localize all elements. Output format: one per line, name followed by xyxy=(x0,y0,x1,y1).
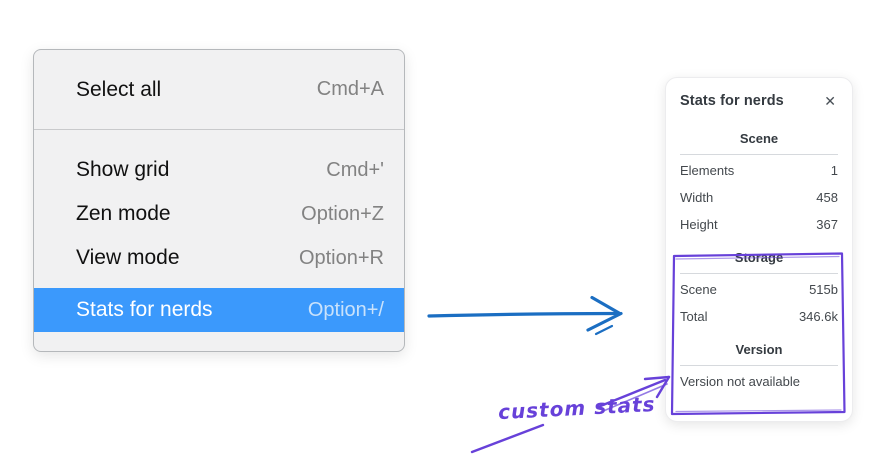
section-divider xyxy=(680,273,838,274)
stat-label: Elements xyxy=(680,163,735,178)
storage-section-heading: Storage xyxy=(734,250,784,265)
menu-item-view-mode[interactable]: View mode Option+R xyxy=(34,236,404,280)
menu-item-shortcut: Option+Z xyxy=(301,202,384,225)
menu-item-label: Stats for nerds xyxy=(76,298,213,321)
stat-row: Scene 515b xyxy=(680,276,838,303)
version-section-heading: Version xyxy=(735,342,783,357)
menu-item-label: View mode xyxy=(76,246,180,269)
scene-section: Scene Elements 1 Width 458 Height 367 xyxy=(680,131,838,238)
custom-stats-label: custom stats xyxy=(497,391,657,425)
stat-row: Height 367 xyxy=(680,211,838,238)
menu-item-select-all[interactable]: Select all Cmd+A xyxy=(34,50,404,129)
stat-row: Width 458 xyxy=(680,184,838,211)
menu-item-shortcut: Option+R xyxy=(298,246,384,269)
stat-row: Total 346.6k xyxy=(680,303,838,330)
menu-to-panel-arrow xyxy=(427,295,623,336)
stats-panel: Stats for nerds ✕ Scene Elements 1 Width… xyxy=(665,77,853,422)
menu-item-shortcut: Option+/ xyxy=(307,298,384,321)
version-section: Version Version not available xyxy=(680,342,838,389)
menu-spacer xyxy=(34,130,404,148)
menu-item-label: Zen mode xyxy=(76,202,171,225)
storage-rows: Scene 515b Total 346.6k xyxy=(680,276,838,330)
menu-item-label: Show grid xyxy=(76,158,170,181)
stat-row: Elements 1 xyxy=(680,157,838,184)
storage-section: Storage Scene 515b Total 346.6k xyxy=(680,250,838,330)
menu-item-stats-for-nerds[interactable]: Stats for nerds Option+/ xyxy=(34,288,404,332)
stats-panel-header: Stats for nerds ✕ xyxy=(680,90,838,112)
stat-label: Width xyxy=(680,190,714,205)
scene-section-heading: Scene xyxy=(739,131,779,146)
stat-value: 1 xyxy=(830,163,838,178)
stat-value: 367 xyxy=(816,217,838,232)
stat-label: Scene xyxy=(680,282,717,297)
stat-value: 346.6k xyxy=(798,309,838,324)
stat-value: 458 xyxy=(816,190,838,205)
menu-item-show-grid[interactable]: Show grid Cmd+' xyxy=(34,148,404,192)
menu-divider xyxy=(34,129,404,130)
version-note: Version not available xyxy=(680,374,800,389)
scene-rows: Elements 1 Width 458 Height 367 xyxy=(680,157,838,238)
menu-spacer xyxy=(34,280,404,288)
context-menu: Select all Cmd+A Show grid Cmd+' Zen mod… xyxy=(33,49,405,352)
menu-item-shortcut: Cmd+A xyxy=(316,78,384,100)
stat-label: Total xyxy=(680,309,708,324)
stat-value: 515b xyxy=(809,282,838,297)
section-divider xyxy=(680,154,838,155)
stats-panel-title: Stats for nerds xyxy=(680,93,784,109)
stat-label: Height xyxy=(680,217,718,232)
menu-item-zen-mode[interactable]: Zen mode Option+Z xyxy=(34,192,404,236)
menu-item-shortcut: Cmd+' xyxy=(326,158,384,181)
close-icon[interactable]: ✕ xyxy=(824,93,836,109)
menu-item-label: Select all xyxy=(76,77,162,101)
